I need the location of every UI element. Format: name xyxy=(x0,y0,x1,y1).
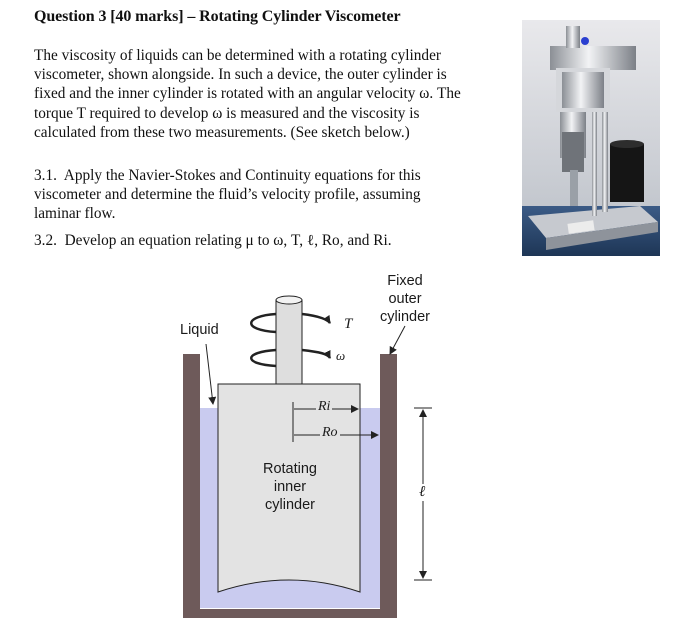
part-text: Develop an equation relating μ to ω, T, … xyxy=(64,232,392,249)
part-3-2: 3.2. Develop an equation relating μ to ω… xyxy=(34,231,504,250)
intro-paragraph: The viscosity of liquids can be determin… xyxy=(34,46,514,142)
outer-leader xyxy=(389,325,406,355)
intro-line: viscometer, shown alongside. In such a d… xyxy=(34,66,447,84)
part-number: 3.1. xyxy=(34,167,57,184)
intro-line: torque T required to develop ω is measur… xyxy=(34,104,420,122)
viscometer-diagram: Liquid Fixed outer cylinder Rotating inn… xyxy=(170,268,470,620)
rotating-shaft xyxy=(275,299,303,389)
label-line: inner xyxy=(273,479,307,495)
part-number: 3.2. xyxy=(34,232,57,249)
liquid-leader xyxy=(205,343,217,405)
label-line: cylinder xyxy=(380,309,430,325)
part-line: laminar flow. xyxy=(34,205,116,223)
part-3-1: 3.1. Apply the Navier-Stokes and Continu… xyxy=(34,166,504,224)
part-line: 3.2. Develop an equation relating μ to ω… xyxy=(34,231,504,250)
omega-arrow-tail xyxy=(301,348,332,359)
fixed-outer-cylinder-label: Fixed outer cylinder xyxy=(370,272,440,326)
intro-line: calculated from these two measurements. … xyxy=(34,123,410,141)
ro-symbol: Ro xyxy=(320,425,340,441)
omega-symbol: ω xyxy=(336,348,346,363)
diagram-drawing xyxy=(183,295,432,618)
omega-arrow xyxy=(250,348,277,368)
intro-line: The viscosity of liquids can be determin… xyxy=(34,47,441,64)
rotating-inner-cylinder-label: Rotating inner cylinder xyxy=(250,460,330,514)
intro-line: fixed and the inner cylinder is rotated … xyxy=(34,85,461,103)
torque-arrow xyxy=(250,312,277,334)
part-line: 3.1. Apply the Navier-Stokes and Continu… xyxy=(34,166,504,185)
label-line: Rotating xyxy=(262,461,317,477)
shaft-top xyxy=(275,295,303,305)
part-line: viscometer and determine the fluid’s vel… xyxy=(34,186,421,204)
label-line: outer xyxy=(388,291,422,307)
viscometer-photo xyxy=(522,20,660,256)
torque-arrow-tail xyxy=(301,312,332,324)
part-text: Apply the Navier-Stokes and Continuity e… xyxy=(63,167,421,184)
question-heading: Question 3 [40 marks] – Rotating Cylinde… xyxy=(34,8,401,25)
label-line: cylinder xyxy=(265,497,315,513)
label-line: Fixed xyxy=(387,273,423,289)
ri-symbol: Ri xyxy=(316,399,333,415)
liquid-label: Liquid xyxy=(180,322,219,338)
length-symbol: ℓ xyxy=(418,484,427,501)
torque-symbol: T xyxy=(344,316,353,332)
